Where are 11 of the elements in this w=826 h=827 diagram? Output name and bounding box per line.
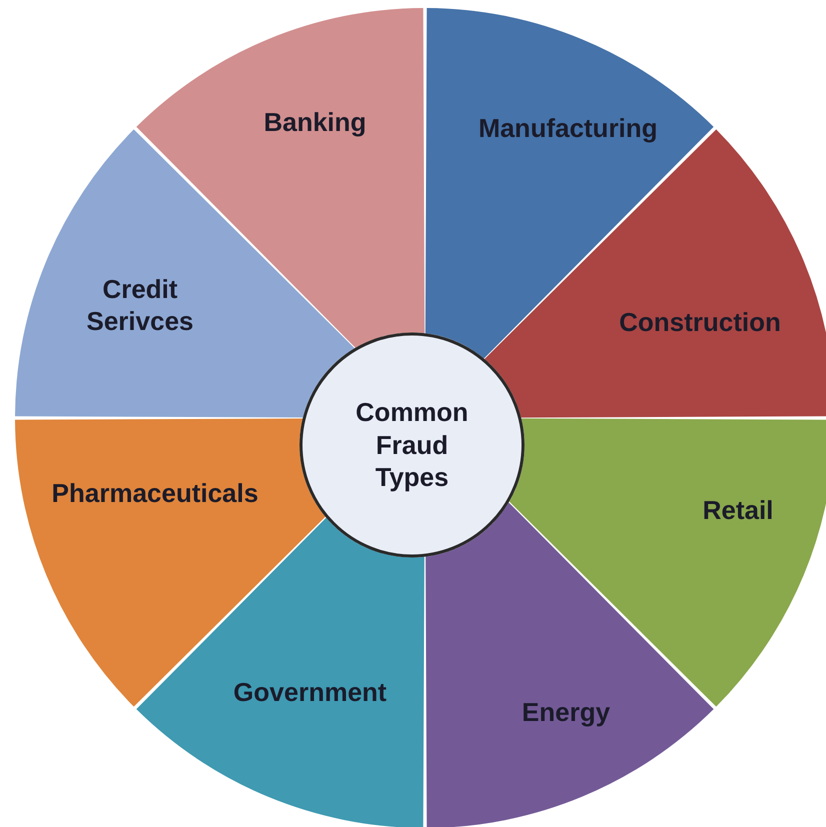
- segment-label: Retail: [702, 494, 774, 526]
- segment-label: Construction: [619, 306, 781, 338]
- center-circle: [300, 332, 524, 558]
- center-label: Common Fraud Types: [354, 396, 470, 494]
- segment-label: Manufacturing: [478, 112, 658, 144]
- segment-label: Banking: [264, 106, 366, 138]
- segment-label: Energy: [522, 696, 610, 728]
- pie-segment: [136, 518, 424, 827]
- segment-label: Government: [233, 676, 387, 708]
- segment-label: Credit Serivces: [86, 272, 194, 338]
- segment-label: Pharmaceuticals: [52, 476, 258, 510]
